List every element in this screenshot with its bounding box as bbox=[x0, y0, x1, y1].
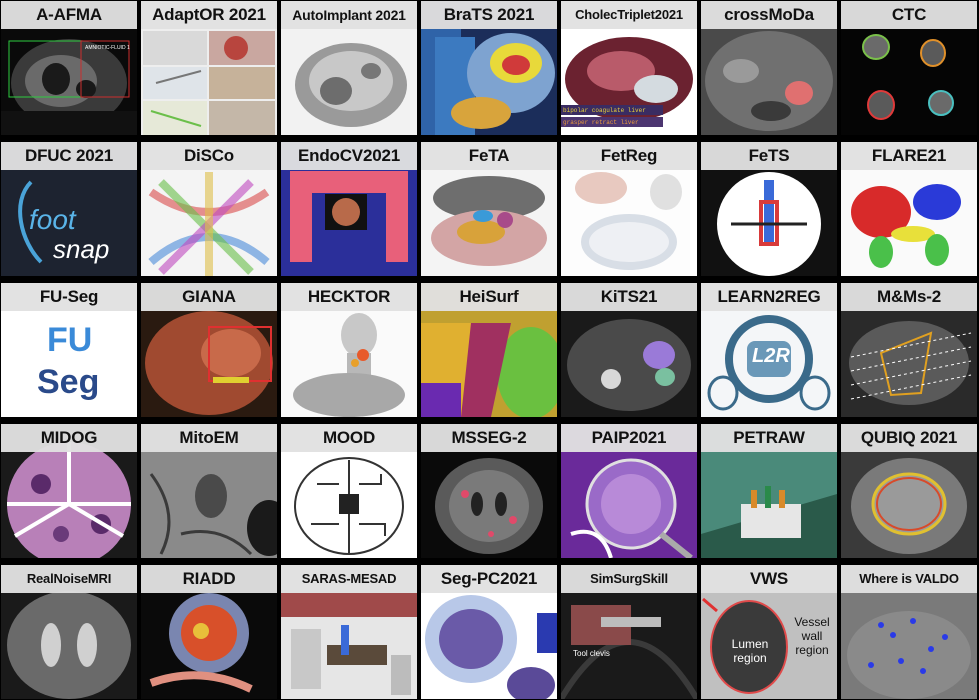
overlay-text: AMNIOTIC-FLUID 1 bbox=[85, 45, 130, 51]
tile-label: MitoEM bbox=[141, 424, 277, 452]
tile-label: LEARN2REG bbox=[701, 283, 837, 311]
tile-paip2021: PAIP2021 bbox=[561, 424, 697, 558]
tile-autoimplant-2021: AutoImplant 2021 bbox=[281, 1, 417, 135]
tile-petraw: PETRAW bbox=[701, 424, 837, 558]
tile-where-is-valdo: Where is VALDO bbox=[841, 565, 977, 699]
tile-learn2reg: L2R LEARN2REG bbox=[701, 283, 837, 417]
tile-adaptor-2021: AdaptOR 2021 bbox=[141, 1, 277, 135]
tile-brats-2021: BraTS 2021 bbox=[421, 1, 557, 135]
tile-label: MOOD bbox=[281, 424, 417, 452]
tile-qubiq-2021: QUBIQ 2021 bbox=[841, 424, 977, 558]
tile-heisurf: HeiSurf bbox=[421, 283, 557, 417]
tile-seg-pc2021: Seg-PC2021 bbox=[421, 565, 557, 699]
tile-flare21: FLARE21 bbox=[841, 142, 977, 276]
tile-label: PAIP2021 bbox=[561, 424, 697, 452]
tile-label: KiTS21 bbox=[561, 283, 697, 311]
tile-label: EndoCV2021 bbox=[281, 142, 417, 170]
tile-kits21: KiTS21 bbox=[561, 283, 697, 417]
tile-disco: DiSCo bbox=[141, 142, 277, 276]
tile-label: CholecTriplet2021 bbox=[561, 1, 697, 29]
tile-label: MSSEG-2 bbox=[421, 424, 557, 452]
tile-label: FetReg bbox=[561, 142, 697, 170]
mri-image bbox=[701, 1, 837, 135]
tile-label: VWS bbox=[701, 565, 837, 593]
tile-label: FeTS bbox=[701, 142, 837, 170]
tile-dfuc-2021: foot snap DFUC 2021 bbox=[1, 142, 137, 276]
lumen-region-label: Lumen region bbox=[731, 637, 769, 665]
tile-label: RealNoiseMRI bbox=[1, 565, 137, 593]
tile-label: M&Ms-2 bbox=[841, 283, 977, 311]
tile-endocv2021: EndoCV2021 bbox=[281, 142, 417, 276]
tile-label: crossMoDa bbox=[701, 1, 837, 29]
tile-cholectriplet2021: bipolar coagulate liver grasper retract … bbox=[561, 1, 697, 135]
tile-fetreg: FetReg bbox=[561, 142, 697, 276]
tile-msseg-2: MSSEG-2 bbox=[421, 424, 557, 558]
tile-label: DFUC 2021 bbox=[1, 142, 137, 170]
tile-label: Seg-PC2021 bbox=[421, 565, 557, 593]
tile-label: RIADD bbox=[141, 565, 277, 593]
ms-lesion-mri-image bbox=[421, 424, 557, 558]
tile-mood: MOOD bbox=[281, 424, 417, 558]
tile-fets: FeTS bbox=[701, 142, 837, 276]
tile-label: FU-Seg bbox=[1, 283, 137, 311]
tile-a-afma: AMNIOTIC-FLUID 1 A-AFMA bbox=[1, 1, 137, 135]
tile-label: AutoImplant 2021 bbox=[281, 1, 417, 29]
tile-label: BraTS 2021 bbox=[421, 1, 557, 29]
tile-hecktor: HECKTOR bbox=[281, 283, 417, 417]
tile-realnoisemri: RealNoiseMRI bbox=[1, 565, 137, 699]
logo-word-1: FU bbox=[47, 321, 93, 359]
tile-saras-mesad: SARAS-MESAD bbox=[281, 565, 417, 699]
tile-label: HeiSurf bbox=[421, 283, 557, 311]
tile-simsurgskill: Tool clevis SimSurgSkill bbox=[561, 565, 697, 699]
l2r-logo-text: L2R bbox=[752, 345, 790, 367]
tile-label: GIANA bbox=[141, 283, 277, 311]
tile-fu-seg: FU Seg FU-Seg bbox=[1, 283, 137, 417]
logo-word-1: foot bbox=[29, 204, 76, 235]
triplet-line-1: bipolar coagulate liver bbox=[563, 107, 646, 114]
tile-label: FLARE21 bbox=[841, 142, 977, 170]
tile-label: FeTA bbox=[421, 142, 557, 170]
tile-label: DiSCo bbox=[141, 142, 277, 170]
tile-vws: Lumen region Vessel wall region VWS bbox=[701, 565, 837, 699]
tile-crossmoda: crossMoDa bbox=[701, 1, 837, 135]
logo-word-2: Seg bbox=[37, 363, 100, 401]
tile-label: SimSurgSkill bbox=[561, 565, 697, 593]
tile-feta: FeTA bbox=[421, 142, 557, 276]
logo-word-2: snap bbox=[53, 234, 110, 264]
tile-label: AdaptOR 2021 bbox=[141, 1, 277, 29]
tile-label: A-AFMA bbox=[1, 1, 137, 29]
tile-label: CTC bbox=[841, 1, 977, 29]
triplet-line-2: grasper retract liver bbox=[563, 119, 639, 126]
tool-caption: Tool clevis bbox=[573, 649, 610, 658]
vessel-wall-region-label: Vessel wall region bbox=[794, 615, 830, 657]
retina-illustration-image bbox=[141, 565, 277, 699]
tile-midog: MIDOG bbox=[1, 424, 137, 558]
tile-mitoem: MitoEM bbox=[141, 424, 277, 558]
tile-label: MIDOG bbox=[1, 424, 137, 452]
colonoscopy-image bbox=[141, 283, 277, 417]
tile-riadd: RIADD bbox=[141, 565, 277, 699]
tile-label: HECKTOR bbox=[281, 283, 417, 311]
tile-ctc: CTC bbox=[841, 1, 977, 135]
tile-label: Where is VALDO bbox=[841, 565, 977, 593]
tumor-contour-image bbox=[841, 424, 977, 558]
tile-label: QUBIQ 2021 bbox=[841, 424, 977, 452]
tile-label: SARAS-MESAD bbox=[281, 565, 417, 593]
tile-giana: GIANA bbox=[141, 283, 277, 417]
tile-label: PETRAW bbox=[701, 424, 837, 452]
tile-mms-2: M&Ms-2 bbox=[841, 283, 977, 417]
